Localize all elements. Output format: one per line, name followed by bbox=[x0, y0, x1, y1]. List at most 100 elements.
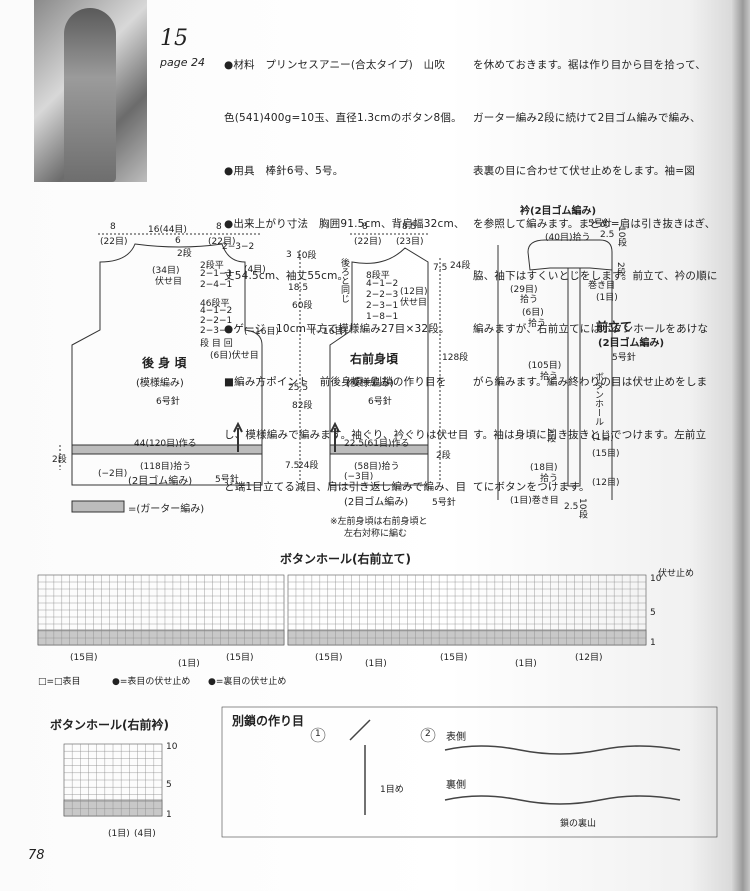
garter-legend: =(ガーター編み) bbox=[128, 504, 205, 515]
dim-label: 8段平 bbox=[366, 271, 390, 281]
step-circle bbox=[420, 727, 436, 743]
front-body-needle: 6号針 bbox=[368, 397, 392, 407]
text-line: を休めておきます。裾は作り目から目を拾って、 bbox=[473, 59, 706, 72]
dim-label: 4−1−2 bbox=[200, 306, 233, 316]
chain-label: 表側 bbox=[446, 732, 466, 743]
dim-label: 巻き目 bbox=[588, 281, 616, 291]
dim-label: 後ろと同じ bbox=[339, 258, 349, 303]
chain-stitch-front bbox=[444, 745, 681, 755]
dim-label: 10段 bbox=[577, 498, 587, 519]
dim-label: 25.5 bbox=[288, 383, 309, 393]
dim-label: (6目)伏せ目 bbox=[210, 351, 259, 361]
arrow bbox=[233, 421, 243, 452]
instructions-col1: ●材料 プリンセスアニー(合太タイプ) 山吹 色(541)400g=10玉、直径… bbox=[224, 22, 469, 515]
dim-label: (−16目) bbox=[244, 327, 280, 337]
dim-label: 2−3−2 bbox=[222, 242, 255, 252]
dim-label: 10段 bbox=[616, 226, 626, 247]
chart-label: (1目) bbox=[365, 659, 387, 669]
dim-label: (12目) bbox=[592, 478, 620, 488]
chart-label: (15目) bbox=[70, 653, 98, 663]
chart-label: 伏せ止め bbox=[658, 569, 695, 579]
front-band-strip bbox=[567, 267, 581, 487]
back-body-outline bbox=[71, 243, 263, 446]
dim-label: 18.5 bbox=[288, 283, 309, 293]
dim-label: 拾う bbox=[528, 319, 547, 329]
text-line: ●材料 プリンセスアニー(合太タイプ) 山吹 bbox=[224, 59, 446, 72]
symbol-legend: ●=表目の伏せ止め bbox=[112, 677, 191, 687]
text-line: ガーター編み2段に続けて2目ゴム編みで編み、 bbox=[473, 111, 701, 124]
chain-label: 鎖の裏山 bbox=[560, 819, 597, 829]
chain-title: 別鎖の作り目 bbox=[232, 714, 305, 728]
dim-label: 拾う bbox=[540, 474, 559, 484]
dim-label: (18目) bbox=[530, 463, 558, 473]
page-edge bbox=[732, 0, 750, 891]
dim-label: (34目) bbox=[152, 266, 180, 276]
text-line: 脇、袖下はすくいとじをします。前立て、衿の順に bbox=[473, 270, 718, 283]
dim-label: 3 bbox=[286, 250, 292, 260]
row-number: 1 bbox=[166, 810, 172, 820]
dim-label: (1目)巻き目 bbox=[510, 496, 559, 506]
row-number: 5 bbox=[166, 780, 172, 790]
text-line: 表裏の目に合わせて伏せ止めをします。袖=図 bbox=[473, 164, 695, 177]
text-line: 丈54.5cm、袖丈55cm。 bbox=[224, 270, 349, 283]
dim-label: 60段 bbox=[292, 301, 313, 311]
back-rib-label: (2目ゴム編み) bbox=[128, 476, 193, 487]
front-band-title: 前立て bbox=[596, 320, 633, 334]
dim-label: 伏せ目 bbox=[400, 298, 428, 308]
chain-stitch-back bbox=[444, 795, 681, 805]
collar-outline bbox=[527, 239, 613, 271]
dim-label: 8 bbox=[216, 222, 222, 232]
dim-label: 5号針 bbox=[215, 475, 239, 485]
text-line: す。袖は身頃に引き抜きとじでつけます。左前立 bbox=[473, 428, 707, 441]
front-band-stitch: (2目ゴム編み) bbox=[598, 338, 665, 349]
arrow bbox=[330, 421, 340, 452]
dim-label: 2−3−2 bbox=[200, 326, 233, 336]
chart-label: (15目) bbox=[226, 653, 254, 663]
dim-label: 2段平 bbox=[200, 261, 224, 271]
front-note: ※左前身頃は右前身頃と bbox=[330, 517, 428, 527]
back-garter-band bbox=[71, 444, 263, 455]
pattern-number: 15 bbox=[160, 26, 188, 51]
row-number: 1 bbox=[650, 638, 656, 648]
text-line: 色(541)400g=10玉、直径1.3cmのボタン8個。 bbox=[224, 111, 462, 124]
front-note: 左右対称に編む bbox=[344, 529, 408, 539]
dim-label: 段 目 回 bbox=[200, 339, 233, 349]
page-reference: page 24 bbox=[160, 56, 205, 69]
dim-label: 2段 bbox=[545, 428, 555, 443]
dim-lines bbox=[59, 233, 441, 480]
text-line: ●用具 棒針6号、5号。 bbox=[224, 164, 344, 177]
dim-label: 2−1−1 bbox=[200, 269, 233, 279]
chain-label: 裏側 bbox=[446, 780, 466, 791]
dim-label: 24段 bbox=[298, 461, 319, 471]
dim-label: 2.5 bbox=[564, 502, 579, 512]
text-line: し、模様編みで編みます。袖ぐり、衿ぐりは伏せ目 bbox=[224, 428, 469, 441]
dim-label: (118目)拾う bbox=[140, 462, 192, 472]
dim-label: 2段 bbox=[615, 262, 625, 277]
dim-label: 5号針 bbox=[432, 498, 456, 508]
text-line: ■編み方ポイント 前後身頃=別鎖の作り目を bbox=[224, 375, 447, 388]
dim-label: 8 bbox=[110, 222, 116, 232]
dim-label: 2−2−1 bbox=[200, 316, 233, 326]
chart-label: (15目) bbox=[440, 653, 468, 663]
row-number: 10 bbox=[650, 574, 662, 584]
front-body-outline bbox=[329, 247, 429, 446]
dim-label: 22.5(61目)作る bbox=[344, 439, 410, 449]
instructions-col2: を休めておきます。裾は作り目から目を拾って、 ガーター編み2段に続けて2目ゴム編… bbox=[473, 22, 718, 515]
front-body-stitch: (模様編み) bbox=[346, 378, 394, 389]
dim-label: (22目) bbox=[100, 237, 128, 247]
dim-label: 2−2−3 bbox=[366, 290, 399, 300]
symbol-legend: □=□表目 bbox=[38, 677, 81, 687]
dim-label: 拾う bbox=[540, 372, 559, 382]
dim-label: 拾う bbox=[520, 295, 539, 305]
chart1-left-garter bbox=[37, 629, 285, 646]
dim-label: (−2目) bbox=[98, 469, 128, 479]
dim-label: (15目) bbox=[592, 449, 620, 459]
garter-legend-swatch bbox=[71, 500, 125, 513]
chart-label: (1目) bbox=[515, 659, 537, 669]
back-body-stitch: (模様編み) bbox=[136, 378, 184, 389]
dim-label: 10段 bbox=[296, 251, 317, 261]
text-line: と端1目立てる減目、肩は引き返し編みで編み、目 bbox=[224, 481, 467, 494]
crochet-hook bbox=[349, 719, 371, 815]
row-number: 5 bbox=[650, 608, 656, 618]
